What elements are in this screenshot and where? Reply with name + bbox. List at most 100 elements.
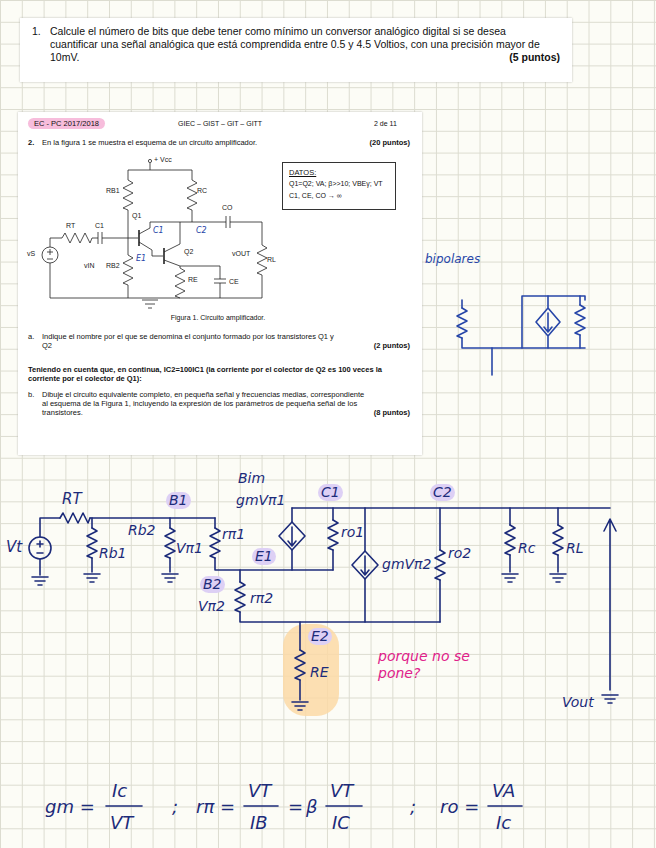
small-signal-circuit [299, 680, 301, 700]
component-label: RB2 [106, 262, 120, 270]
amplifier-schematic [226, 216, 262, 245]
component-label: RE [188, 276, 198, 284]
small-signal-circuit [550, 574, 566, 582]
small-signal-circuit [240, 612, 440, 622]
amplifier-schematic [257, 245, 267, 275]
blue-sketch [544, 313, 552, 332]
small-signal-circuit [210, 528, 220, 558]
formula-term: = [288, 796, 303, 818]
amplifier-schematic [50, 263, 262, 298]
amplifier-schematic [47, 249, 53, 259]
item-letter: a. [28, 332, 34, 341]
item-text: Dibuje el circuito equivalente completo,… [42, 390, 372, 418]
small-signal-circuit [505, 525, 515, 555]
small-signal-circuit [295, 650, 305, 680]
question-panel: 1.Calcule el número de bits que debe ten… [20, 18, 572, 82]
small-signal-circuit [352, 551, 378, 579]
handwritten-annotation: C2 [196, 226, 207, 236]
handwritten-label: Vπ2 [198, 598, 225, 615]
handwritten-label: RL [566, 540, 584, 557]
component-label: vS [27, 250, 35, 258]
amplifier-schematic [123, 255, 133, 285]
small-signal-circuit [235, 582, 245, 612]
small-signal-circuit [37, 541, 43, 553]
blue-sketch [457, 308, 467, 338]
formula-term: rπ = [196, 796, 235, 818]
amplifier-schematic [175, 268, 185, 298]
component-label: Q1 [132, 212, 141, 220]
figure-caption: Figura 1. Circuito amplificador. [118, 314, 318, 323]
exam-page-panel: DATOS:Q1=Q2; VA; β>>10; VBEγ; VTC1, CE, … [18, 112, 422, 455]
component-label: RL [267, 256, 276, 264]
component-label: vOUT [232, 250, 250, 258]
blue-sketch [575, 305, 585, 335]
points: (20 puntos) [370, 138, 410, 147]
formula-term: VT [248, 780, 271, 802]
small-signal-circuit [364, 579, 366, 622]
small-signal-circuit [602, 695, 618, 703]
handwritten-note: porque no se pone? [378, 648, 470, 682]
component-label: C1 [95, 222, 104, 230]
small-signal-circuit [239, 570, 241, 582]
amplifier-schematic [192, 170, 193, 180]
small-signal-circuit [91, 558, 93, 572]
small-signal-circuit [435, 550, 445, 580]
formula-term: Ic [496, 812, 511, 834]
amplifier-schematic [164, 260, 180, 268]
component-label: RC [197, 187, 207, 195]
fraction-bars [106, 805, 142, 807]
small-signal-circuit [292, 702, 308, 710]
component-label: RB1 [106, 187, 120, 195]
handwritten-label: Vout [562, 694, 594, 711]
formula-term: ; [410, 796, 416, 818]
handwritten-label: Vπ1 [176, 540, 203, 557]
degree-heading: GIEC – GIST – GIT – GITT [178, 120, 262, 129]
amplifier-schematic [139, 242, 163, 256]
item-letter: b. [28, 390, 34, 399]
blue-sketch [461, 300, 463, 308]
handwritten-label: Rc [518, 540, 535, 557]
points: (5 puntos) [509, 51, 560, 64]
amplifier-schematic [128, 170, 129, 180]
amplifier-schematic [50, 238, 62, 247]
small-signal-circuit [32, 577, 48, 585]
handwritten-label: gmVπ1 [236, 492, 285, 509]
handwritten-label: Bim [238, 470, 265, 487]
points: (8 puntos) [374, 408, 410, 417]
fraction-bars [488, 805, 522, 807]
item-text: Indique el nombre por el que se denomina… [42, 332, 342, 351]
small-signal-circuit [557, 555, 559, 572]
handwritten-label: Rb1 [99, 545, 127, 562]
amplifier-schematic [42, 247, 58, 263]
handwritten-label: RE [310, 664, 329, 681]
component-label: + Vcc [154, 156, 172, 164]
amplifier-schematic [187, 180, 197, 210]
formula-term: VT [330, 780, 353, 802]
component-label: Q2 [184, 248, 193, 256]
amplifier-schematic [139, 222, 226, 234]
small-signal-circuit [292, 507, 610, 509]
small-signal-circuit [553, 525, 563, 555]
amplifier-schematic [163, 248, 165, 264]
amplifier-schematic [128, 238, 129, 255]
small-signal-circuit [91, 518, 93, 528]
handwritten-label: E1 [252, 548, 276, 565]
question-number: 1. [32, 25, 41, 38]
small-signal-circuit [509, 508, 511, 525]
component-label: vIN [84, 262, 95, 270]
handwritten-label: B1 [166, 492, 191, 509]
question-number: 2. [28, 138, 34, 147]
formula-term: IB [250, 812, 268, 834]
small-signal-circuit [214, 518, 216, 528]
formula-term: gm = [45, 796, 95, 818]
amplifier-schematic [148, 159, 151, 162]
formula-term: VT [110, 812, 133, 834]
component-label: CO [222, 204, 233, 212]
blue-sketch [522, 296, 585, 348]
formula-term: VA [492, 780, 515, 802]
small-signal-circuit [87, 528, 97, 558]
blue-sketch [491, 348, 493, 375]
small-signal-circuit [291, 550, 293, 570]
small-signal-circuit [299, 622, 301, 650]
data-box: DATOS:Q1=Q2; VA; β>>10; VBEγ; VTC1, CE, … [282, 162, 396, 210]
